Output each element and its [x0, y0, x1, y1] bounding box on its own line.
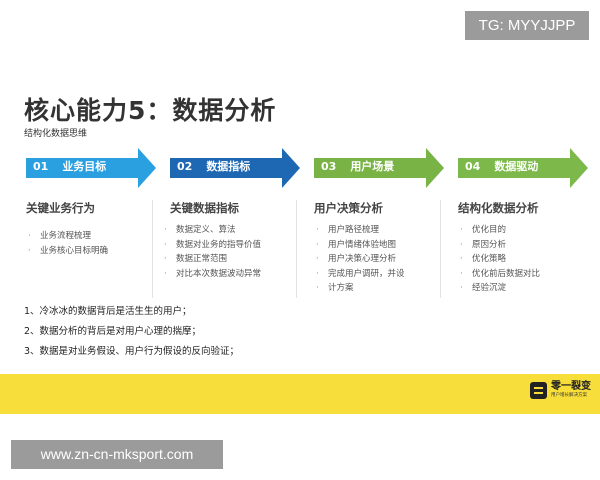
list-item: 用户决策心理分析	[314, 252, 405, 267]
list-item: 业务流程梳理	[26, 229, 108, 244]
step-4-text: 数据驱动	[494, 160, 539, 173]
arrow-step-3	[314, 148, 444, 188]
step-2-number: 02	[177, 160, 193, 173]
arrow-step-1	[26, 148, 156, 188]
list-item: 优化目的	[458, 223, 540, 238]
arrow-step-2	[170, 148, 300, 188]
logo-icon	[530, 381, 547, 399]
watermark-bottom: www.zn-cn-mksport.com	[11, 440, 223, 469]
column-2-heading: 关键数据指标	[170, 201, 239, 215]
step-3-number: 03	[321, 160, 337, 173]
column-3-list: 用户路径梳理 用户情绪体验地图 用户决策心理分析 完成用户调研，并设 计方案	[314, 223, 405, 296]
arrow-step-4	[458, 148, 588, 188]
slide-title: 核心能力5：数据分析	[24, 96, 277, 125]
step-2-label: 02 数据指标	[177, 158, 250, 174]
logo-text: 零一裂变 用户增长解决方案	[551, 381, 591, 399]
column-1-list: 业务流程梳理 业务核心目标明确	[26, 229, 108, 258]
column-4-list: 优化目的 原因分析 优化策略 优化前后数据对比 经验沉淀	[458, 223, 540, 296]
footer-bar	[0, 374, 600, 414]
list-item: 数据对业务的指导价值	[162, 238, 261, 253]
list-item: 用户路径梳理	[314, 223, 405, 238]
column-divider	[152, 200, 153, 298]
brand-logo: 零一裂变 用户增长解决方案	[530, 381, 591, 399]
column-4-heading: 结构化数据分析	[458, 201, 539, 215]
process-arrows	[26, 148, 588, 188]
logo-name: 零一裂变	[551, 381, 591, 392]
logo-tagline: 用户增长解决方案	[551, 393, 587, 398]
step-4-number: 04	[465, 160, 481, 173]
note-2: 2、数据分析的背后是对用户心理的揣摩；	[24, 326, 202, 337]
column-divider	[296, 200, 297, 298]
list-item: 优化前后数据对比	[458, 267, 540, 282]
list-item: 计方案	[314, 281, 405, 296]
step-1-text: 业务目标	[62, 160, 107, 173]
column-1-heading: 关键业务行为	[26, 201, 95, 215]
watermark-top: TG: MYYJJPP	[465, 11, 589, 40]
list-item: 用户情绪体验地图	[314, 238, 405, 253]
column-3-heading: 用户决策分析	[314, 201, 383, 215]
list-item: 原因分析	[458, 238, 540, 253]
list-item: 对比本次数据波动异常	[162, 267, 261, 282]
list-item: 业务核心目标明确	[26, 244, 108, 259]
step-2-text: 数据指标	[206, 160, 251, 173]
list-item: 数据正常范围	[162, 252, 261, 267]
step-4-label: 04 数据驱动	[465, 158, 538, 174]
list-item: 优化策略	[458, 252, 540, 267]
list-item: 数据定义、算法	[162, 223, 261, 238]
summary-notes: 1、冷冰冰的数据背后是活生生的用户； 2、数据分析的背后是对用户心理的揣摩； 3…	[24, 302, 239, 362]
note-1: 1、冷冰冰的数据背后是活生生的用户；	[24, 306, 192, 317]
slide-subtitle: 结构化数据思维	[24, 129, 88, 139]
column-divider	[440, 200, 441, 298]
list-item: 完成用户调研，并设	[314, 267, 405, 282]
step-3-label: 03 用户场景	[321, 158, 394, 174]
list-item: 经验沉淀	[458, 281, 540, 296]
step-3-text: 用户场景	[350, 160, 395, 173]
step-1-label: 01 业务目标	[33, 158, 106, 174]
step-1-number: 01	[33, 160, 49, 173]
note-3: 3、数据是对业务假设、用户行为假设的反向验证；	[24, 346, 240, 357]
column-2-list: 数据定义、算法 数据对业务的指导价值 数据正常范围 对比本次数据波动异常	[162, 223, 261, 281]
